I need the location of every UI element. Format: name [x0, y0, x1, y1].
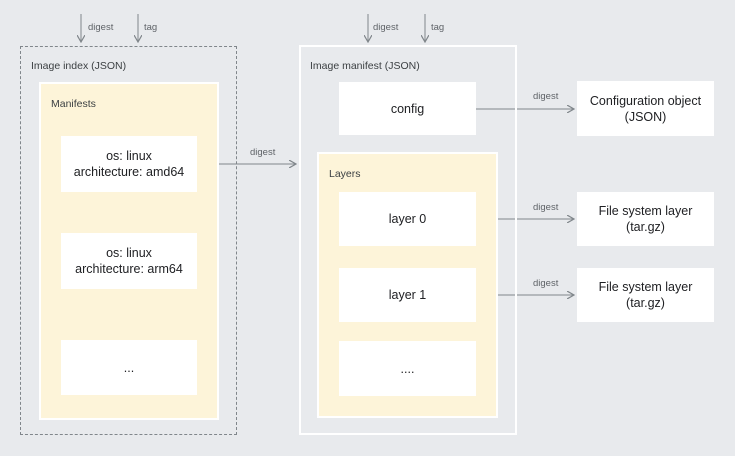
config-box: config [339, 82, 476, 135]
manifest-entry-more: ... [61, 340, 197, 395]
file-system-layer-0-box: File system layer (tar.gz) [577, 192, 714, 246]
manifest-tag-label: tag [431, 22, 445, 33]
configuration-object-box: Configuration object (JSON) [577, 81, 714, 136]
index-tag-label: tag [144, 22, 158, 33]
image-index-container [20, 46, 237, 435]
manifest-digest-label: digest [373, 22, 399, 33]
layers-label: Layers [329, 168, 361, 180]
index-to-manifest-label: digest [250, 147, 276, 158]
config-edge-label: digest [533, 91, 559, 102]
image-index-title: Image index (JSON) [31, 60, 127, 72]
manifest-entry-amd64: os: linux architecture: amd64 [61, 136, 197, 192]
layer-0-box: layer 0 [339, 192, 476, 246]
index-digest-label: digest [88, 22, 114, 33]
layer1-edge-label: digest [533, 278, 559, 289]
image-manifest-title: Image manifest (JSON) [310, 60, 420, 72]
layer0-edge-label: digest [533, 202, 559, 213]
image-manifest-container [299, 45, 517, 435]
layer-more-box: .... [339, 341, 476, 396]
layer-1-box: layer 1 [339, 268, 476, 322]
manifests-label: Manifests [51, 98, 96, 110]
file-system-layer-1-box: File system layer (tar.gz) [577, 268, 714, 322]
manifest-entry-arm64: os: linux architecture: arm64 [61, 233, 197, 289]
